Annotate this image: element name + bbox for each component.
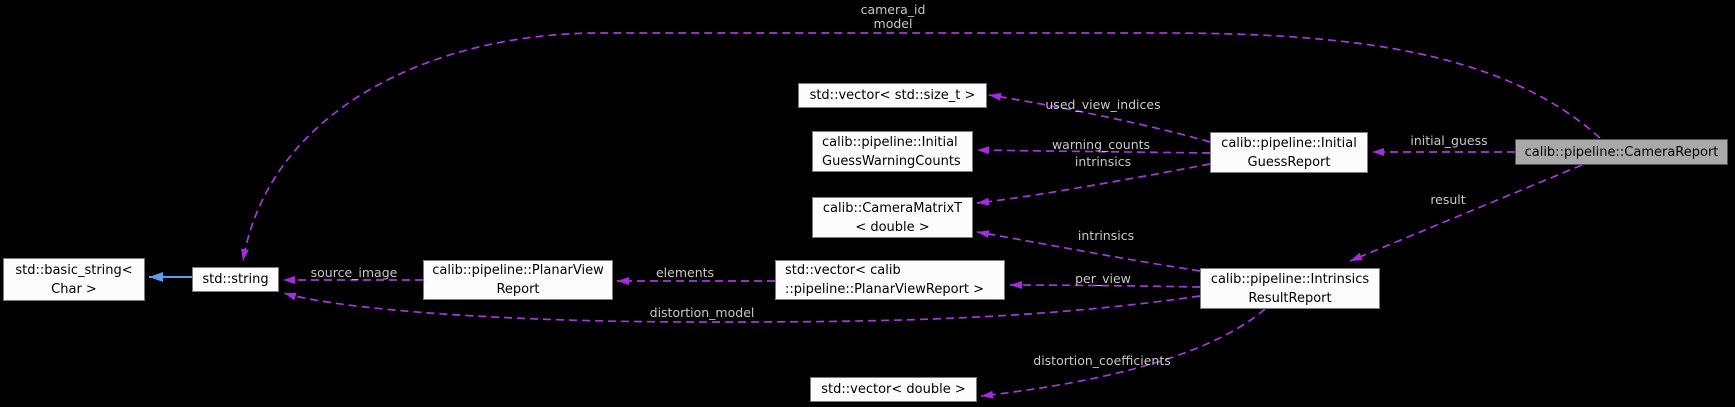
edge-label-distortion-model: distortion_model (649, 305, 755, 320)
edge-label-distortion-coefficients: distortion_coefficients (1033, 353, 1171, 368)
edge-label-elements: elements (655, 265, 715, 280)
node-camera-report[interactable]: calib::pipeline::CameraReport (1515, 139, 1728, 165)
edge-result (1349, 164, 1583, 262)
edge-label-result: result (1430, 192, 1466, 207)
edge-intrinsics-initial (976, 163, 1211, 206)
edge-label-source-image: source_image (310, 265, 398, 280)
edge-intrinsics-result (976, 230, 1201, 272)
node-vector-double[interactable]: std::vector< double > (810, 377, 977, 402)
edge-label-warning-counts: warning_counts (1051, 137, 1151, 152)
edge-label-initial-guess: initial_guess (1410, 133, 1488, 148)
edge-label-intrinsics-initial: intrinsics (1074, 154, 1132, 169)
edge-distortion-coefficients (980, 308, 1266, 399)
edge-used-view-indices (988, 92, 1211, 143)
node-vector-planar-view-report[interactable]: std::vector< calib ::pipeline::PlanarVie… (775, 260, 1005, 300)
edge-label-used-view-indices: used_view_indices (1045, 97, 1161, 112)
node-camera-matrix[interactable]: calib::CameraMatrixT < double > (812, 197, 973, 238)
edge-label-camera-id-model: camera_id model (860, 2, 926, 31)
edge-camera-id-model (241, 32, 1601, 262)
node-planar-view-report[interactable]: calib::pipeline::PlanarView Report (423, 260, 613, 300)
node-initial-guess-report[interactable]: calib::pipeline::Initial GuessReport (1210, 132, 1368, 173)
node-vector-size-t[interactable]: std::vector< std::size_t > (798, 83, 987, 108)
node-basic-string[interactable]: std::basic_string< Char > (3, 258, 145, 301)
edge-label-per-view: per_view (1075, 271, 1131, 286)
edge-per-view (1009, 281, 1201, 290)
edge-warning-counts (976, 146, 1211, 155)
node-std-string[interactable]: std::string (192, 267, 279, 292)
node-initial-guess-warning-counts[interactable]: calib::pipeline::Initial GuessWarningCou… (812, 131, 973, 172)
edge-distortion-model (283, 292, 1201, 323)
node-intrinsics-result-report[interactable]: calib::pipeline::Intrinsics ResultReport (1200, 268, 1380, 309)
edge-label-intrinsics-result: intrinsics (1077, 228, 1135, 243)
